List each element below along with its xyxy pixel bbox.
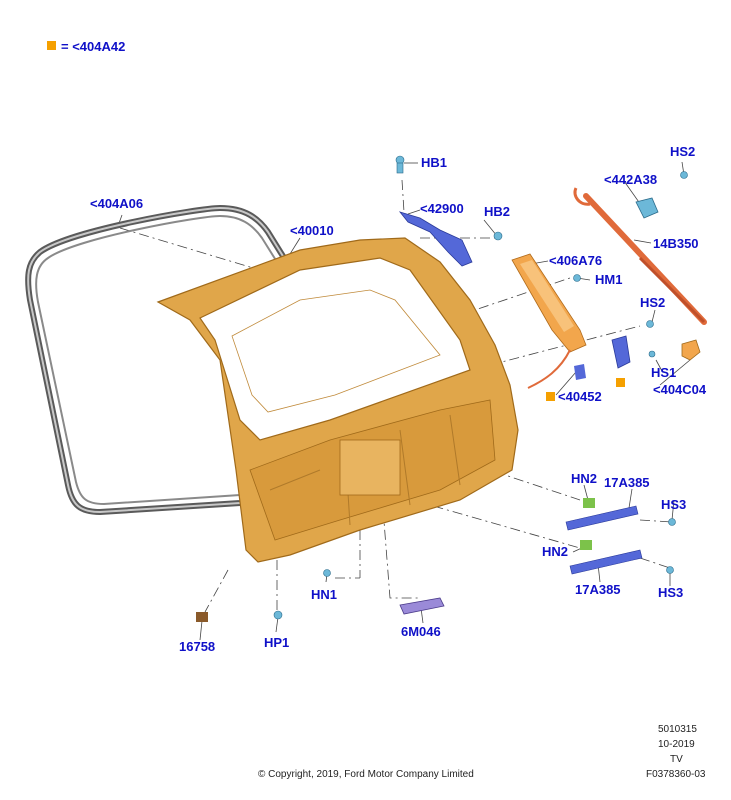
handle-assembly: [399, 597, 445, 615]
callout-hn2-upper: HN2: [571, 471, 598, 486]
connector: [574, 364, 586, 380]
callout-hn2-lower: HN2: [542, 544, 569, 559]
callout-404c04: <404C04: [653, 382, 707, 397]
orange-marker-icon: [546, 392, 555, 401]
clip-hn2-lower: [580, 540, 592, 550]
callout-hp1: HP1: [264, 635, 290, 650]
illustration-code: 5010315: [658, 724, 697, 735]
ball-stud-bracket: [635, 197, 659, 219]
trim-strip-upper: [565, 505, 639, 531]
callout-406a76: <406A76: [549, 253, 603, 268]
high-mount-stop-lamp: [511, 253, 587, 389]
trim-strip-lower: [569, 549, 643, 575]
callout-hb2: HB2: [484, 204, 511, 219]
callout-hn1: HN1: [311, 587, 338, 602]
illustration-ref: F0378360-03: [646, 769, 706, 780]
callout-42900: <42900: [420, 201, 464, 216]
callout-hs3-upper: HS3: [661, 497, 687, 512]
callout-442a38: <442A38: [604, 172, 658, 187]
callout-404a06: <404A06: [90, 196, 144, 211]
callout-hs3-lower: HS3: [658, 585, 684, 600]
legend-square-icon: [47, 41, 56, 50]
legend-label: = <404A42: [61, 39, 126, 54]
liftgate-panel: [156, 237, 519, 563]
actuator: [681, 339, 701, 361]
illustration-date: 10-2019: [658, 739, 695, 750]
hinge-bracket: [398, 211, 473, 267]
callout-40010: <40010: [290, 223, 334, 238]
callout-40452: <40452: [558, 389, 602, 404]
callout-6m046: 6M046: [401, 624, 441, 639]
orange-marker-icon: [616, 378, 625, 387]
callout-hb1: HB1: [421, 155, 448, 170]
callout-hm1: HM1: [595, 272, 623, 287]
latch-bracket: [611, 335, 631, 369]
callout-hs1: HS1: [651, 365, 677, 380]
callout-hs2: HS2: [640, 295, 666, 310]
clip-hn2-upper: [583, 498, 595, 508]
callout-17a385-upper: 17A385: [604, 475, 650, 490]
copyright-text: © Copyright, 2019, Ford Motor Company Li…: [258, 769, 474, 780]
grommet-16758: [196, 612, 208, 622]
callout-14b350: 14B350: [653, 236, 699, 251]
illustration-tv: TV: [670, 754, 683, 765]
callout-16758: 16758: [179, 639, 216, 654]
fasteners: [273, 155, 688, 620]
callout-hs2-top: HS2: [670, 144, 696, 159]
callout-17a385-lower: 17A385: [575, 582, 621, 597]
gas-strut: [573, 187, 707, 325]
